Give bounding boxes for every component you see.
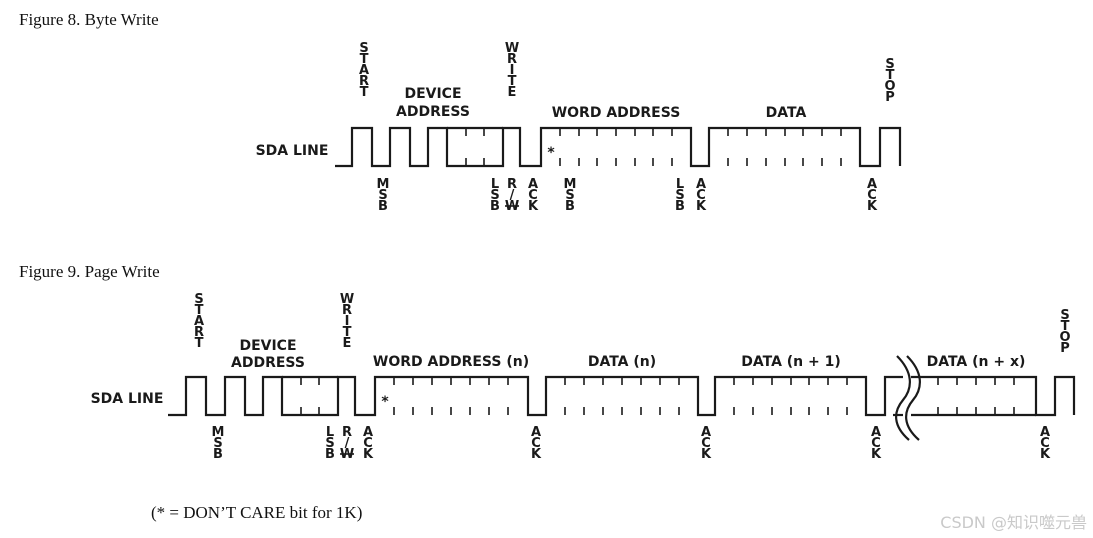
fig9-data-nx-label: DATA (n + x) <box>927 354 1026 370</box>
figure-8-title: Figure 8. Byte Write <box>19 10 159 29</box>
fig9-rw-label: R/W <box>340 425 354 462</box>
fig9-sda-waveform-right <box>911 375 1076 417</box>
fig8-dont-care-star: * <box>547 145 555 161</box>
fig9-device-label: DEVICE <box>239 338 296 354</box>
fig8-bit-ticks <box>465 128 842 166</box>
footnote: (* = DON’T CARE bit for 1K) <box>151 503 363 522</box>
fig9-dont-care-star: * <box>381 394 389 410</box>
fig9-sda-waveform-left <box>168 375 903 417</box>
fig8-rw-label: R/W <box>505 177 519 214</box>
fig8-data-label: DATA <box>766 105 807 121</box>
fig9-address-label: ADDRESS <box>231 355 305 371</box>
fig8-sda-line-label: SDA LINE <box>256 143 329 159</box>
figure-9-title: Figure 9. Page Write <box>19 262 160 281</box>
fig9-bit-ticks <box>300 377 1015 415</box>
fig8-address-label: ADDRESS <box>396 104 470 120</box>
fig8-word-address-label: WORD ADDRESS <box>552 105 681 121</box>
fig9-data-n-label: DATA (n) <box>588 354 656 370</box>
fig8-sda-waveform <box>335 126 902 168</box>
watermark: CSDN @知识噬元兽 <box>940 513 1087 532</box>
fig9-data-n1-label: DATA (n + 1) <box>741 354 841 370</box>
fig9-sda-line-label: SDA LINE <box>91 391 164 407</box>
fig9-break-symbol <box>895 355 921 441</box>
fig9-word-address-label: WORD ADDRESS (n) <box>373 354 529 370</box>
fig8-device-label: DEVICE <box>404 86 461 102</box>
